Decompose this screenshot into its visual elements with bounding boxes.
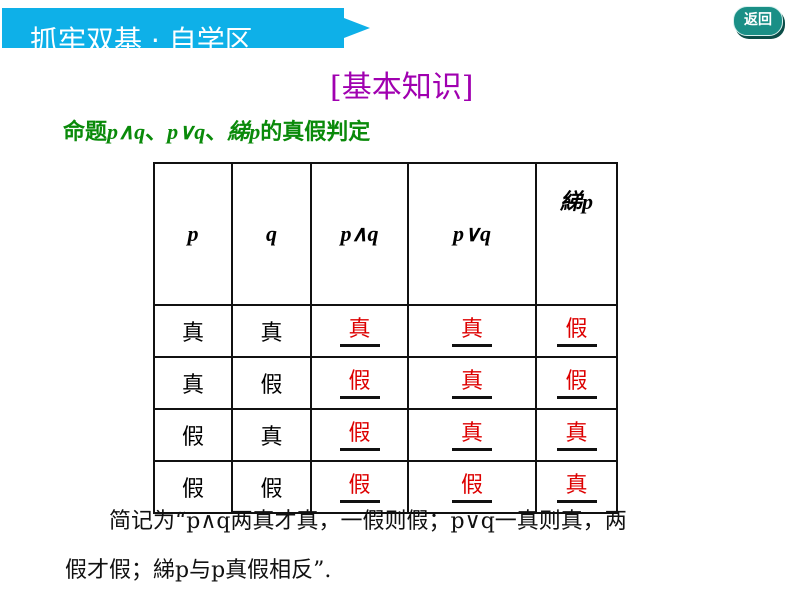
table-row: 假真 假真真 (153, 408, 618, 462)
header-cell: p∨q (407, 162, 537, 306)
subtitle-formula: 綈p (227, 119, 261, 144)
table-row: 真真 真真假 (153, 304, 618, 358)
answer-cell: 假 (452, 472, 492, 503)
answer-cell: 真 (556, 472, 597, 503)
header-cell: p (153, 162, 233, 306)
header-row: p q p∧q p∨q 綈p (153, 162, 618, 306)
table-row: 假假 假假真 (153, 460, 618, 514)
answer-cell: 真 (452, 368, 492, 399)
summary-line-2: 假才假；綈p与p真假相反”. (65, 558, 332, 583)
answer-cell: 假 (339, 368, 380, 399)
subtitle-formula: p∨q (167, 119, 206, 144)
answer-cell: 假 (339, 472, 380, 503)
section-banner: 抓牢双基 · 自学区 (2, 8, 344, 57)
answer-cell: 真 (339, 316, 380, 347)
table-row: 真假 假真假 (153, 356, 618, 410)
subtitle: 命题p∧q、p∨q、綈p的真假判定 (63, 114, 370, 146)
banner-arrow-icon (344, 18, 370, 38)
subtitle-text: 的真假判定 (260, 119, 371, 145)
cell: 假 (153, 408, 233, 462)
subtitle-sep: 、 (145, 119, 168, 145)
cell: 真 (153, 304, 233, 358)
truth-table: p q p∧q p∨q 綈p 真真 真真假 真假 假真假 假真 假真真 假假 假… (153, 162, 618, 514)
answer-cell: 假 (339, 420, 380, 451)
banner-title: 抓牢双基 · 自学区 (30, 24, 253, 57)
cell: 假 (231, 356, 312, 410)
answer-cell: 真 (556, 420, 597, 451)
answer-cell: 真 (452, 420, 492, 451)
section-title: [基本知识] (330, 70, 474, 105)
header-cell: q (231, 162, 312, 306)
subtitle-sep: 、 (205, 119, 228, 145)
cell: 真 (231, 304, 312, 358)
cell: 真 (153, 356, 233, 410)
answer-cell: 真 (452, 316, 492, 347)
subtitle-formula: p∧q (107, 119, 146, 144)
answer-cell: 假 (556, 316, 597, 347)
answer-cell: 假 (556, 368, 597, 399)
cell: 假 (231, 460, 312, 514)
header-cell: p∧q (310, 162, 409, 306)
back-button[interactable]: 返回 (733, 6, 783, 36)
subtitle-text: 命题 (63, 119, 108, 145)
cell: 假 (153, 460, 233, 514)
summary-line-1: 简记为“p∧q两真才真，一假则假；p∨q一真则真，两 (65, 509, 627, 534)
header-cell: 綈p (535, 162, 618, 306)
cell: 真 (231, 408, 312, 462)
